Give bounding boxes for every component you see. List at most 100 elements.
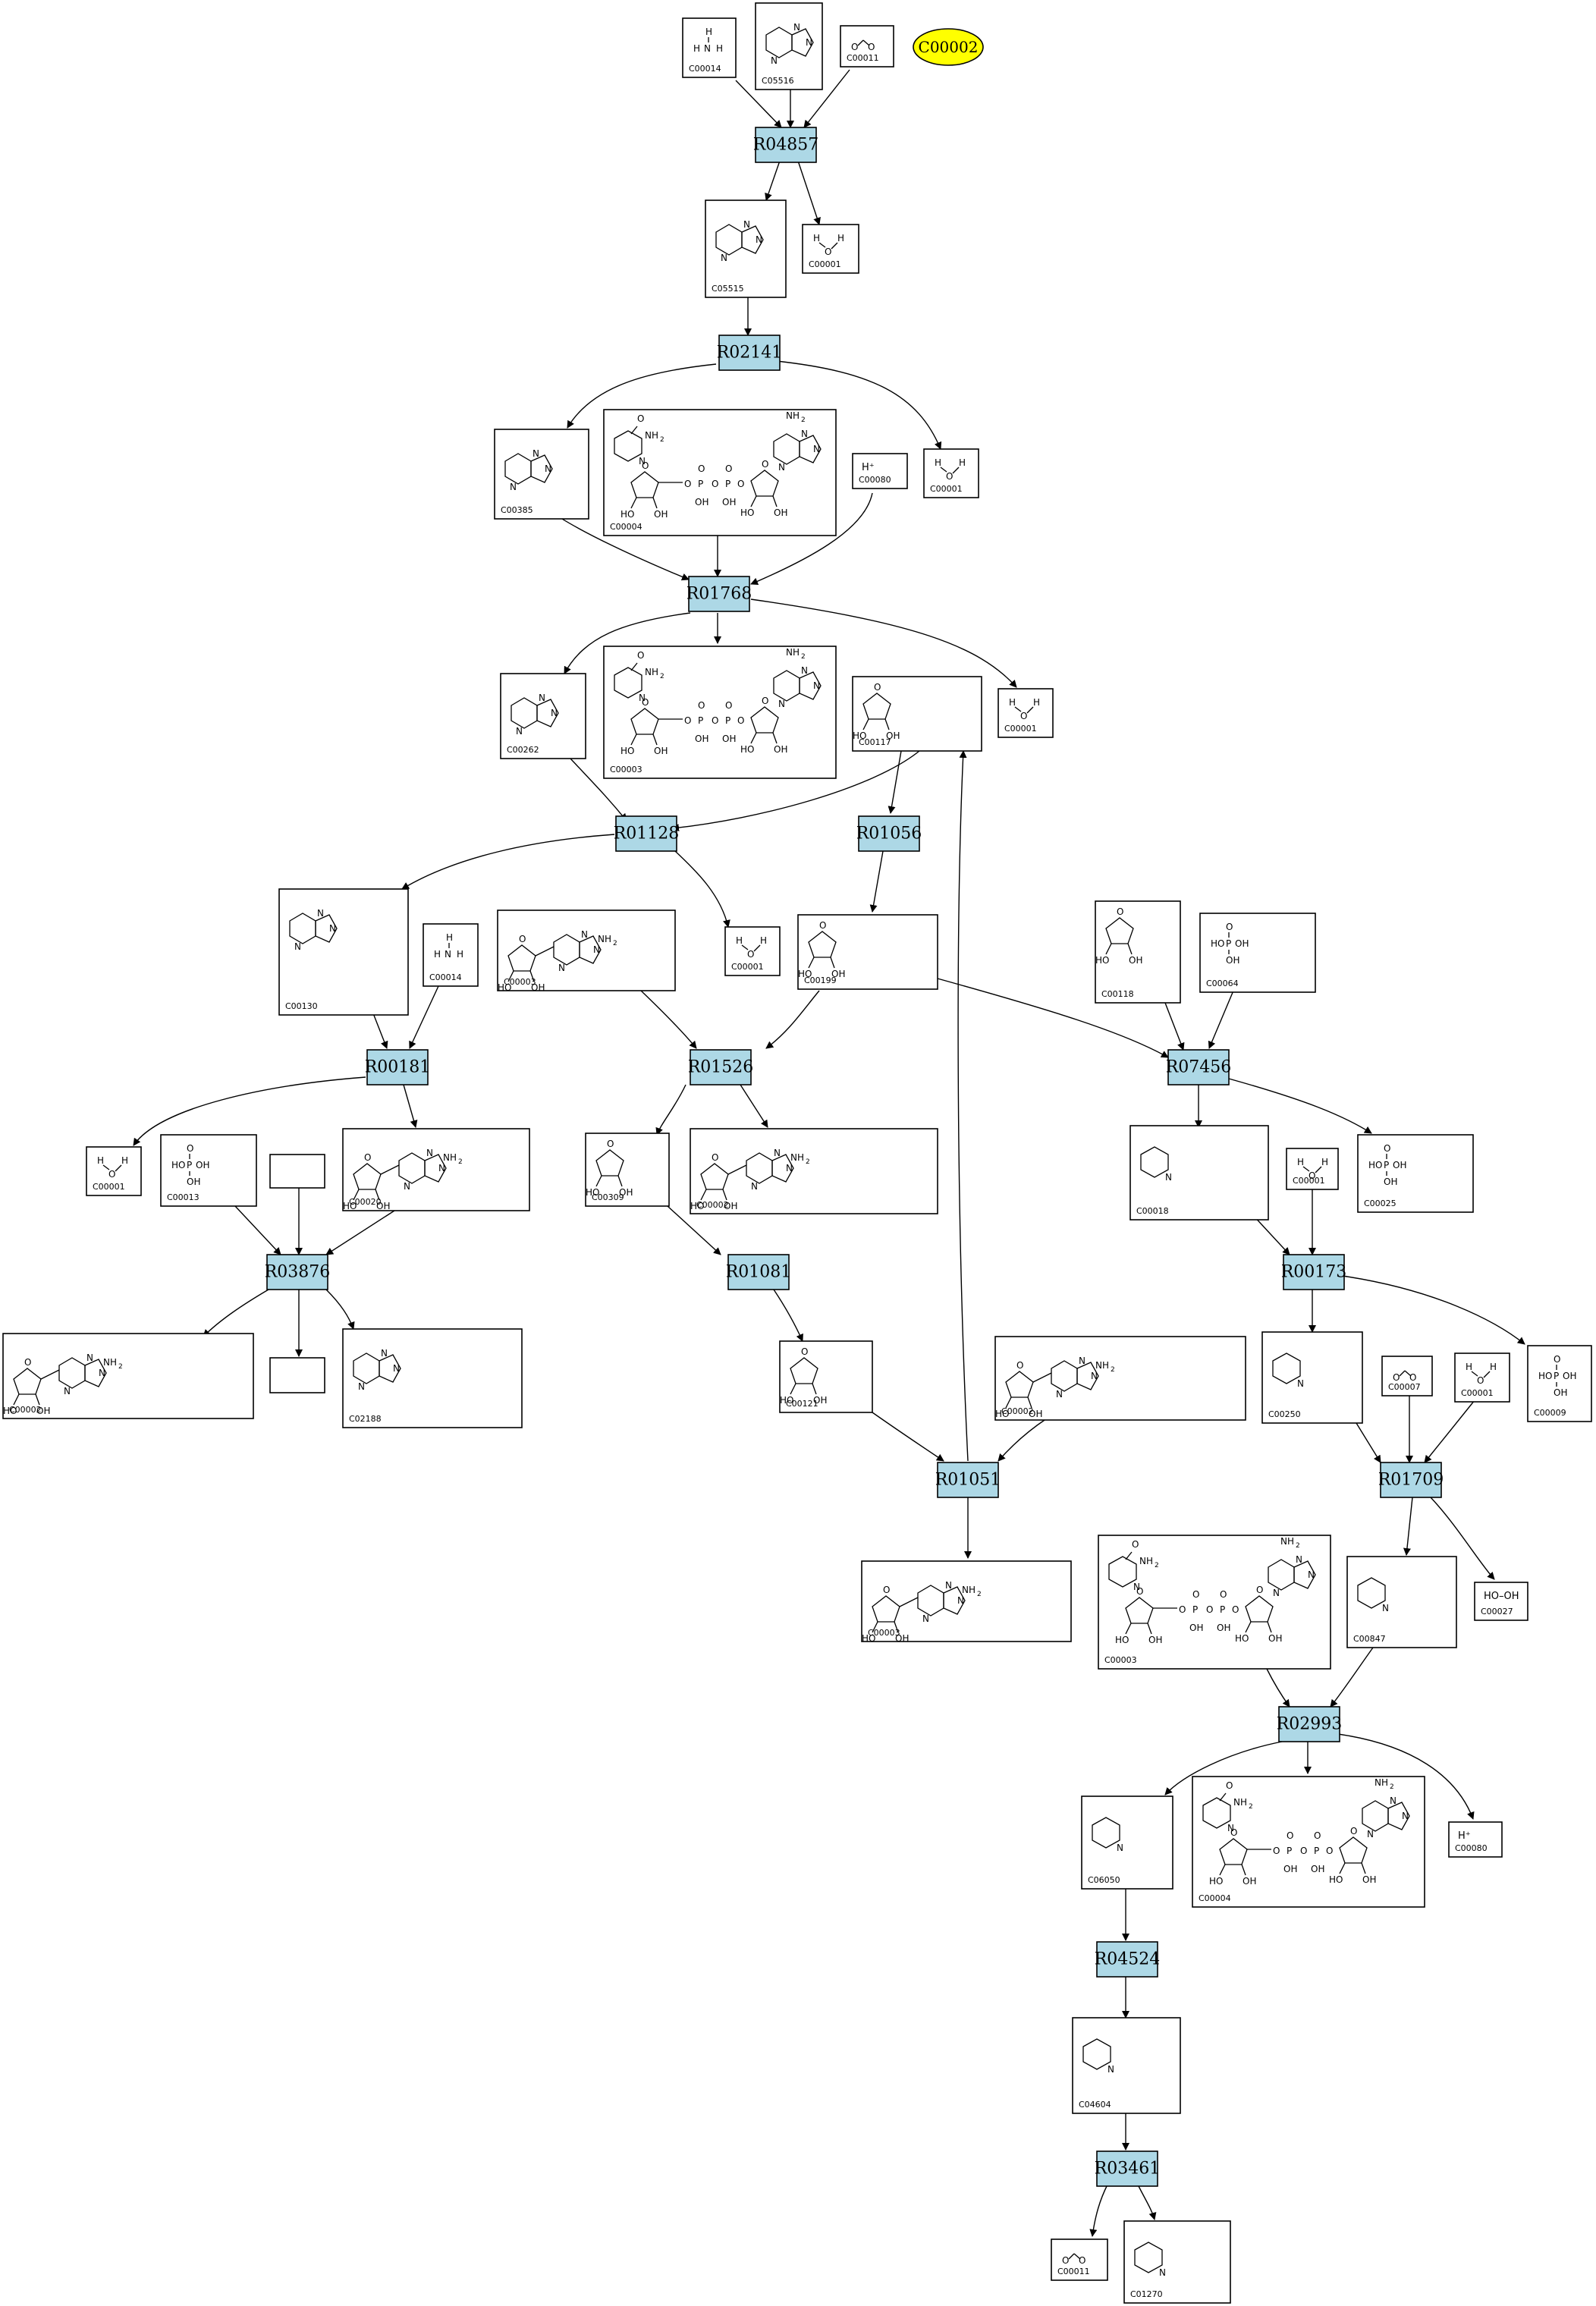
compound-c00250[interactable]: C00250 bbox=[1261, 1331, 1363, 1424]
compound-c00025[interactable]: C00025 bbox=[1357, 1134, 1474, 1213]
compound-c00020[interactable]: C00020 bbox=[342, 1128, 530, 1211]
edge bbox=[957, 750, 969, 1462]
compound-c00309[interactable]: C00309 bbox=[585, 1133, 670, 1207]
reaction-r03461[interactable]: R03461 bbox=[1095, 2150, 1161, 2187]
compound-c00014[interactable]: C00014 bbox=[682, 17, 737, 78]
compound-c05515[interactable]: C05515 bbox=[705, 199, 787, 298]
compound-id-label: C00009 bbox=[1534, 1408, 1566, 1418]
reaction-r07456[interactable]: R07456 bbox=[1166, 1049, 1232, 1085]
compound-c00001[interactable]: C00001 bbox=[1286, 1148, 1339, 1190]
edge bbox=[203, 1289, 269, 1337]
compound-c06050[interactable]: C06050 bbox=[1081, 1795, 1173, 1890]
reaction-r01081[interactable]: R01081 bbox=[726, 1254, 792, 1290]
reaction-label: R04524 bbox=[1095, 1950, 1161, 1969]
compound-c02188[interactable]: C02188 bbox=[342, 1328, 523, 1428]
compound-c00001[interactable]: C00001 bbox=[802, 224, 859, 274]
compound-id-label: C05516 bbox=[762, 76, 794, 86]
compound-c01270[interactable]: C01270 bbox=[1123, 2220, 1231, 2304]
compound-c00001[interactable]: C00001 bbox=[86, 1146, 142, 1196]
compound-c00004[interactable]: C00004 bbox=[1192, 1776, 1425, 1908]
reaction-r02993[interactable]: R02993 bbox=[1277, 1706, 1343, 1742]
compound-id-label: C00118 bbox=[1101, 989, 1134, 999]
edge bbox=[765, 990, 820, 1049]
compound-c00003[interactable]: C00003 bbox=[1098, 1535, 1331, 1670]
compound-id-label: C00014 bbox=[429, 972, 462, 982]
reaction-r01768[interactable]: R01768 bbox=[686, 576, 752, 612]
compound-c00002[interactable]: C00002 bbox=[690, 1128, 938, 1214]
reaction-label: R03461 bbox=[1095, 2160, 1161, 2179]
compound-id-label: C00002 bbox=[696, 1200, 729, 1210]
reaction-r01526[interactable]: R01526 bbox=[688, 1049, 754, 1085]
compound-c00001[interactable]: C00001 bbox=[998, 688, 1054, 738]
compound-c00001[interactable]: C00001 bbox=[923, 448, 979, 498]
compound-c00001[interactable]: C00001 bbox=[1454, 1352, 1510, 1403]
compound-c00262[interactable]: C00262 bbox=[500, 673, 586, 759]
edge bbox=[750, 492, 873, 586]
compound-c00199[interactable]: C00199 bbox=[797, 914, 938, 990]
compound-c00385[interactable]: C00385 bbox=[494, 429, 589, 520]
compound-c00011[interactable]: C00011 bbox=[840, 25, 894, 68]
compound-id-label: C00003 bbox=[504, 977, 536, 987]
edge bbox=[998, 1418, 1048, 1462]
compound-id-label: C00385 bbox=[501, 505, 533, 515]
compound-c00004[interactable]: C00004 bbox=[603, 409, 837, 536]
reaction-r03876[interactable]: R03876 bbox=[265, 1254, 331, 1290]
compound-id-label: C00025 bbox=[1364, 1199, 1396, 1208]
reaction-r01128[interactable]: R01128 bbox=[614, 815, 680, 852]
compound-c00002[interactable]: C00002 bbox=[994, 1336, 1246, 1421]
edge bbox=[869, 850, 884, 913]
compound-c00080[interactable]: H⁺C00080 bbox=[852, 453, 908, 489]
edge bbox=[1403, 1497, 1413, 1556]
compound-c00130[interactable]: C00130 bbox=[278, 888, 409, 1016]
reaction-label: R01128 bbox=[614, 825, 680, 844]
edge bbox=[750, 598, 1017, 688]
reaction-label: R01081 bbox=[726, 1263, 792, 1282]
edge bbox=[1342, 1275, 1525, 1345]
compound-id-label: C00013 bbox=[167, 1192, 200, 1202]
compound-c00003[interactable]: C00003 bbox=[861, 1560, 1072, 1644]
compound-c00003[interactable]: C00003 bbox=[497, 910, 676, 993]
edge bbox=[1330, 1647, 1374, 1708]
compound-c00847[interactable]: C00847 bbox=[1346, 1556, 1457, 1648]
empty-compound-box[interactable] bbox=[269, 1154, 325, 1189]
compound-c00118[interactable]: C00118 bbox=[1095, 900, 1181, 1004]
reaction-r04524[interactable]: R04524 bbox=[1095, 1941, 1161, 1978]
reaction-r02141[interactable]: R02141 bbox=[717, 335, 783, 371]
compound-c00002[interactable]: C00002 bbox=[2, 1333, 254, 1419]
compound-c00007[interactable]: C00007 bbox=[1381, 1356, 1433, 1396]
compound-c00121[interactable]: C00121 bbox=[779, 1340, 873, 1413]
compound-id-label: C04604 bbox=[1079, 2100, 1111, 2110]
empty-compound-box[interactable] bbox=[269, 1357, 325, 1393]
reaction-r00181[interactable]: R00181 bbox=[365, 1049, 431, 1085]
compound-c00009[interactable]: C00009 bbox=[1527, 1345, 1592, 1422]
compound-c00003[interactable]: C00003 bbox=[603, 646, 837, 779]
edge bbox=[133, 1076, 366, 1146]
compound-c05516[interactable]: C05516 bbox=[755, 2, 823, 90]
compound-id-label: C00002 bbox=[9, 1405, 42, 1415]
compound-c00080[interactable]: H⁺C00080 bbox=[1448, 1821, 1503, 1858]
reaction-r01056[interactable]: R01056 bbox=[856, 815, 922, 852]
reaction-r00173[interactable]: R00173 bbox=[1281, 1254, 1347, 1290]
compound-c00014[interactable]: C00014 bbox=[423, 923, 479, 987]
edge bbox=[640, 990, 697, 1049]
edge bbox=[1164, 1002, 1185, 1051]
reaction-r01051[interactable]: R01051 bbox=[935, 1462, 1001, 1498]
compound-c00018[interactable]: C00018 bbox=[1129, 1125, 1269, 1221]
structure-icon: H⁺ bbox=[1458, 1830, 1471, 1842]
compound-c00064[interactable]: C00064 bbox=[1199, 913, 1316, 993]
compound-id-label: C00003 bbox=[1104, 1655, 1137, 1665]
compound-c00001[interactable]: C00001 bbox=[724, 926, 781, 976]
compound-c00117[interactable]: C00117 bbox=[852, 676, 982, 752]
edge bbox=[655, 1084, 686, 1136]
reaction-r04857[interactable]: R04857 bbox=[753, 127, 819, 163]
compound-c00011[interactable]: C00011 bbox=[1051, 2238, 1108, 2281]
edge bbox=[1430, 1497, 1495, 1580]
reaction-r01709[interactable]: R01709 bbox=[1378, 1462, 1444, 1498]
highlighted-compound[interactable]: C00002 bbox=[913, 28, 984, 66]
compound-c00013[interactable]: C00013 bbox=[160, 1134, 257, 1207]
reaction-label: R01056 bbox=[856, 825, 922, 844]
compound-c04604[interactable]: C04604 bbox=[1072, 2017, 1181, 2114]
compound-id-label: C00003 bbox=[610, 765, 642, 774]
compound-id-label: C00309 bbox=[592, 1192, 624, 1202]
